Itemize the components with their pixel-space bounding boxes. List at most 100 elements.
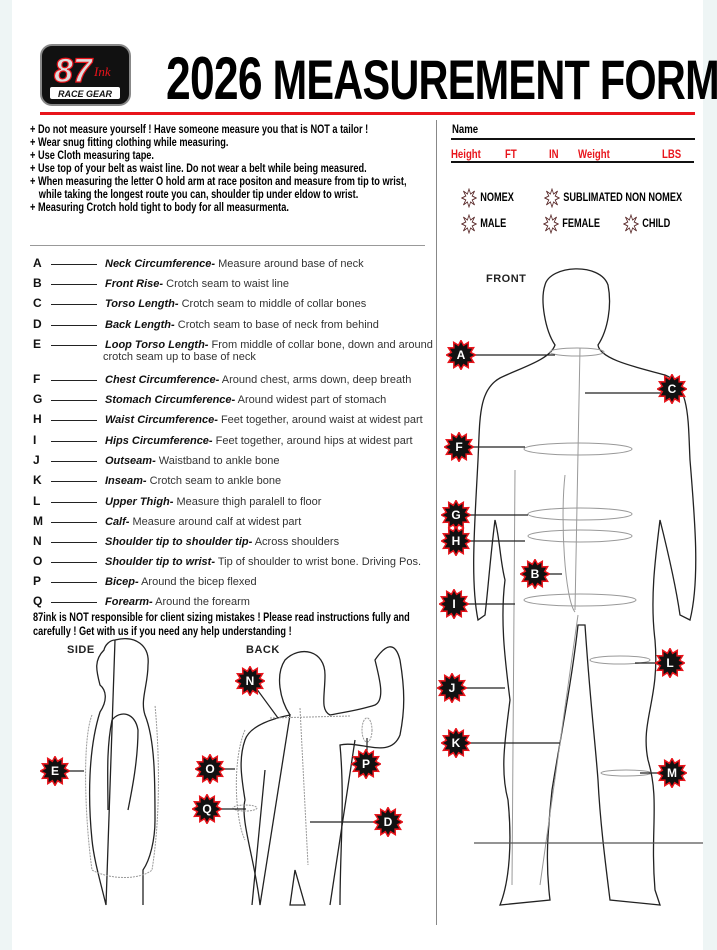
measurement-name: Hips Circumference- (105, 435, 213, 447)
name-input-line[interactable] (451, 138, 695, 140)
starburst-icon (371, 805, 405, 839)
option-nomex[interactable]: NOMEX (461, 188, 514, 208)
starburst-icon (653, 646, 687, 680)
measurement-input-line[interactable] (51, 582, 97, 583)
measurement-input-line[interactable] (51, 325, 97, 326)
measurement-letter: P (33, 574, 42, 588)
measurement-description: Across shoulders (252, 536, 340, 548)
starburst-icon (437, 587, 471, 621)
measurement-input-line[interactable] (51, 522, 97, 523)
badge-letter: P (361, 757, 370, 771)
measurement-name: Forearm- (105, 596, 153, 608)
instruction-item: + Do not measure yourself ! Have someone… (30, 124, 369, 136)
back-leader-lines (62, 687, 378, 823)
measurement-letter: H (33, 412, 42, 426)
measurement-name: Stomach Circumference- (105, 394, 236, 406)
option-sublimated[interactable]: SUBLIMATED NON NOMEX (544, 188, 682, 208)
starburst-icon (193, 752, 227, 786)
measurement-name: Shoulder tip to shoulder tip- (105, 536, 253, 548)
feet-label: FT (505, 147, 517, 161)
measurement-name: Neck Circumference- (105, 258, 216, 270)
measurement-name: Torso Length- (105, 298, 179, 310)
badge-letter: K (451, 736, 461, 750)
inches-label: IN (549, 147, 559, 161)
badge-letter: O (205, 762, 215, 776)
measurement-description: Crotch seam to waist line (163, 278, 289, 290)
checkbox-star-icon[interactable] (461, 188, 477, 208)
badge-b: B (518, 557, 552, 591)
badge-q: Q (190, 792, 224, 826)
disclaimer-line: 87ink is NOT responsible for client sizi… (33, 612, 410, 624)
measurement-input-line[interactable] (51, 441, 97, 442)
measurement-description: Crotch seam to middle of collar bones (178, 298, 367, 310)
badge-j: J (435, 671, 469, 705)
measurement-name: Shoulder tip to wrist- (105, 556, 215, 568)
badge-p: P (349, 747, 383, 781)
option-male[interactable]: MALE (461, 214, 506, 234)
starburst-icon (444, 338, 478, 372)
badge-c: C (655, 372, 689, 406)
checkbox-star-icon[interactable] (543, 214, 559, 234)
measurement-input-line[interactable] (51, 481, 97, 482)
measurement-input-line[interactable] (51, 562, 97, 563)
measurement-input-line[interactable] (51, 400, 97, 401)
measurement-input-line[interactable] (51, 542, 97, 543)
checkbox-star-icon[interactable] (623, 214, 639, 234)
measurement-description: Waistband to ankle bone (155, 455, 280, 467)
measurement-letter: G (33, 392, 43, 406)
measurement-input-line[interactable] (51, 502, 97, 503)
measurement-input-line[interactable] (51, 602, 97, 603)
measurement-description: Feet together, around hips at widest par… (212, 435, 413, 447)
badge-letter: G (451, 508, 461, 522)
starburst-icon (349, 747, 383, 781)
measurement-input-line[interactable] (51, 461, 97, 462)
instructions-divider (30, 245, 425, 246)
checkbox-star-icon[interactable] (544, 188, 560, 208)
instruction-item: + Use top of your belt as waist line. Do… (30, 163, 367, 175)
starburst-icon (439, 524, 473, 558)
name-label: Name (452, 122, 479, 136)
measurement-row-j: J Outseam- Waistband to ankle bone (33, 453, 279, 467)
measurement-letter: D (33, 317, 42, 331)
starburst-icon (442, 430, 476, 464)
badge-o: O (193, 752, 227, 786)
option-child[interactable]: CHILD (623, 214, 670, 234)
starburst-icon (233, 664, 267, 698)
measurement-letter: O (33, 554, 43, 568)
measurement-name: Back Length- (105, 319, 175, 331)
measurement-input-line[interactable] (51, 264, 97, 265)
measurement-name: Upper Thigh- (105, 496, 174, 508)
measurement-name: Waist Circumference- (105, 414, 218, 426)
badge-f: F (442, 430, 476, 464)
measurement-description: Crotch seam to ankle bone (146, 475, 282, 487)
starburst-icon (518, 557, 552, 591)
back-diagram-label: BACK (246, 644, 280, 656)
front-diagram-label: FRONT (486, 273, 527, 285)
badge-d: D (371, 805, 405, 839)
instruction-item: + Use Cloth measuring tape. (30, 150, 154, 162)
measurement-letter: J (33, 453, 40, 467)
measurement-description: Crotch seam to base of neck from behind (174, 319, 379, 331)
measurement-input-line[interactable] (51, 380, 97, 381)
back-measure-lines (85, 704, 373, 878)
page-title: 2026 MEASUREMENT FORM (166, 45, 717, 112)
measurement-name: Outseam- (105, 455, 156, 467)
measurement-name: Loop Torso Length- (105, 339, 209, 351)
measurement-input-line[interactable] (51, 345, 97, 346)
measurement-input-line[interactable] (51, 284, 97, 285)
checkbox-star-icon[interactable] (461, 214, 477, 234)
badge-letter: H (451, 534, 461, 548)
instruction-item: + Measuring Crotch hold tight to body fo… (30, 202, 289, 214)
measurement-input-line[interactable] (51, 304, 97, 305)
option-female[interactable]: FEMALE (543, 214, 600, 234)
measurement-description: Measure thigh paralell to floor (173, 496, 322, 508)
height-weight-input-line[interactable] (451, 161, 694, 163)
badge-e: E (38, 754, 72, 788)
measurement-input-line[interactable] (51, 420, 97, 421)
